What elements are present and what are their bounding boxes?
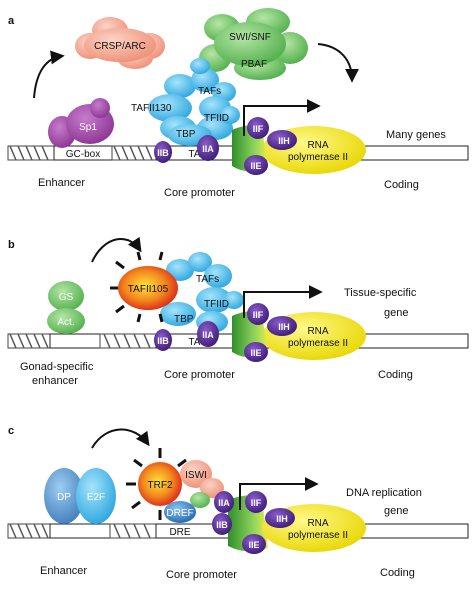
tissue-specific-label: Tissue-specific	[344, 287, 417, 299]
iib-label-b: IIB	[157, 336, 169, 346]
coding-label: Coding	[384, 179, 419, 191]
gs-act-proteins: GS Act.	[47, 281, 85, 334]
panel-c: c DRE DP E2F	[7, 425, 469, 581]
swisnf-label: SWI/SNF	[229, 32, 271, 43]
iif-label-b: IIF	[253, 310, 264, 320]
iib-label: IIB	[157, 148, 169, 158]
tfiid-label: TFIID	[204, 113, 229, 124]
tfiid-complex-b: TAFs TFIID TBP	[160, 252, 244, 333]
tafs-label: TAFs	[198, 86, 221, 97]
preinitiation-complex-a: IIB IIA RNA polymerase II IIF IIH IIE	[154, 117, 366, 175]
iswi-label: ISWI	[185, 470, 207, 481]
many-genes-label: Many genes	[386, 129, 446, 141]
gene-label-c: gene	[384, 505, 408, 517]
enhancer-label-c: Enhancer	[40, 565, 87, 577]
tbp-label-b: TBP	[174, 314, 194, 325]
trf2-label: TRF2	[148, 480, 173, 491]
gene-label-b: gene	[384, 307, 408, 319]
iswi-dref-proteins: ISWI DREF	[164, 460, 224, 523]
arrow-up	[33, 50, 65, 99]
rna-label-b: RNA	[307, 326, 328, 337]
crsp-label: CRSP/ARC	[94, 41, 146, 52]
iih-label-c: IIH	[276, 514, 288, 524]
dref-label: DREF	[166, 508, 193, 519]
tbp-label: TBP	[176, 129, 196, 140]
panel-letter: c	[8, 425, 14, 437]
iia-label-c: IIA	[218, 498, 230, 508]
core-promoter-label-c: Core promoter	[166, 569, 237, 581]
panel-b: b TATA GS Act.	[7, 236, 469, 387]
gonad-enhancer-label-2: enhancer	[32, 375, 78, 387]
e2f-label: E2F	[87, 492, 105, 503]
transcription-arrow-c	[239, 477, 319, 510]
sp1-label: Sp1	[79, 122, 97, 133]
transcription-arrow-a	[243, 99, 321, 136]
panel-a: a CRSP/ARC SWI/SNF PBAF	[7, 8, 469, 199]
iie-label: IIE	[250, 161, 261, 171]
act-label: Act.	[57, 317, 74, 328]
iih-label: IIH	[278, 136, 290, 146]
arrow-b	[91, 236, 142, 263]
iia-label: IIA	[202, 144, 214, 154]
arrow-down	[317, 43, 359, 83]
panel-letter: a	[8, 15, 15, 27]
tafs-label-b: TAFs	[196, 274, 219, 285]
dre-label: DRE	[169, 527, 190, 538]
crsp-arc-complex: CRSP/ARC	[75, 17, 165, 69]
dp-e2f-proteins: DP E2F	[44, 468, 116, 524]
iif-label: IIF	[253, 124, 264, 134]
gs-label: GS	[59, 292, 74, 303]
taf130-label: TAFII130	[131, 103, 172, 114]
iif-label-c: IIF	[251, 498, 262, 508]
rna-label: RNA	[307, 140, 328, 151]
arrow-c	[91, 428, 150, 449]
tfiid-label-b: TFIID	[204, 299, 229, 310]
pol-label: polymerase II	[288, 152, 348, 163]
transcription-arrow-b	[243, 285, 323, 318]
iih-label-b: IIH	[278, 322, 290, 332]
pol-label-c: polymerase II	[288, 530, 348, 541]
core-promoter-label-b: Core promoter	[164, 369, 235, 381]
core-promoter-label: Core promoter	[164, 187, 235, 199]
iib-label-c: IIB	[216, 520, 228, 530]
iie-label-c: IIE	[248, 540, 259, 550]
panel-letter: b	[8, 239, 15, 251]
enhancer-label: Enhancer	[38, 177, 85, 189]
tafii105-protein: TAFII105	[110, 251, 178, 323]
rna-label-c: RNA	[307, 518, 328, 529]
dna-replication-label: DNA replication	[346, 487, 422, 499]
swi-snf-pbaf-complex: SWI/SNF PBAF	[199, 8, 308, 80]
gc-box-label: GC-box	[66, 149, 100, 160]
coding-label-b: Coding	[378, 369, 413, 381]
pbaf-label: PBAF	[241, 59, 267, 70]
coding-label-c: Coding	[380, 567, 415, 579]
dp-label: DP	[57, 492, 71, 503]
sp1-protein: Sp1	[48, 98, 114, 148]
iie-label-b: IIE	[250, 348, 261, 358]
iia-label-b: IIA	[202, 330, 214, 340]
pol-label-b: polymerase II	[288, 338, 348, 349]
preinitiation-complex-b: IIB IIA RNA polymerase II IIF IIH IIE	[154, 303, 366, 362]
tfiid-complex-a: TAFs TAFII130 TFIID TBP	[131, 58, 240, 146]
trf2-protein: TRF2	[126, 448, 187, 520]
gonad-enhancer-label-1: Gonad-specific	[20, 361, 94, 373]
preinitiation-complex-c: RNA polymerase II IIA IIB IIF IIH IIE	[212, 491, 366, 554]
taf105-label: TAFII105	[128, 284, 169, 295]
